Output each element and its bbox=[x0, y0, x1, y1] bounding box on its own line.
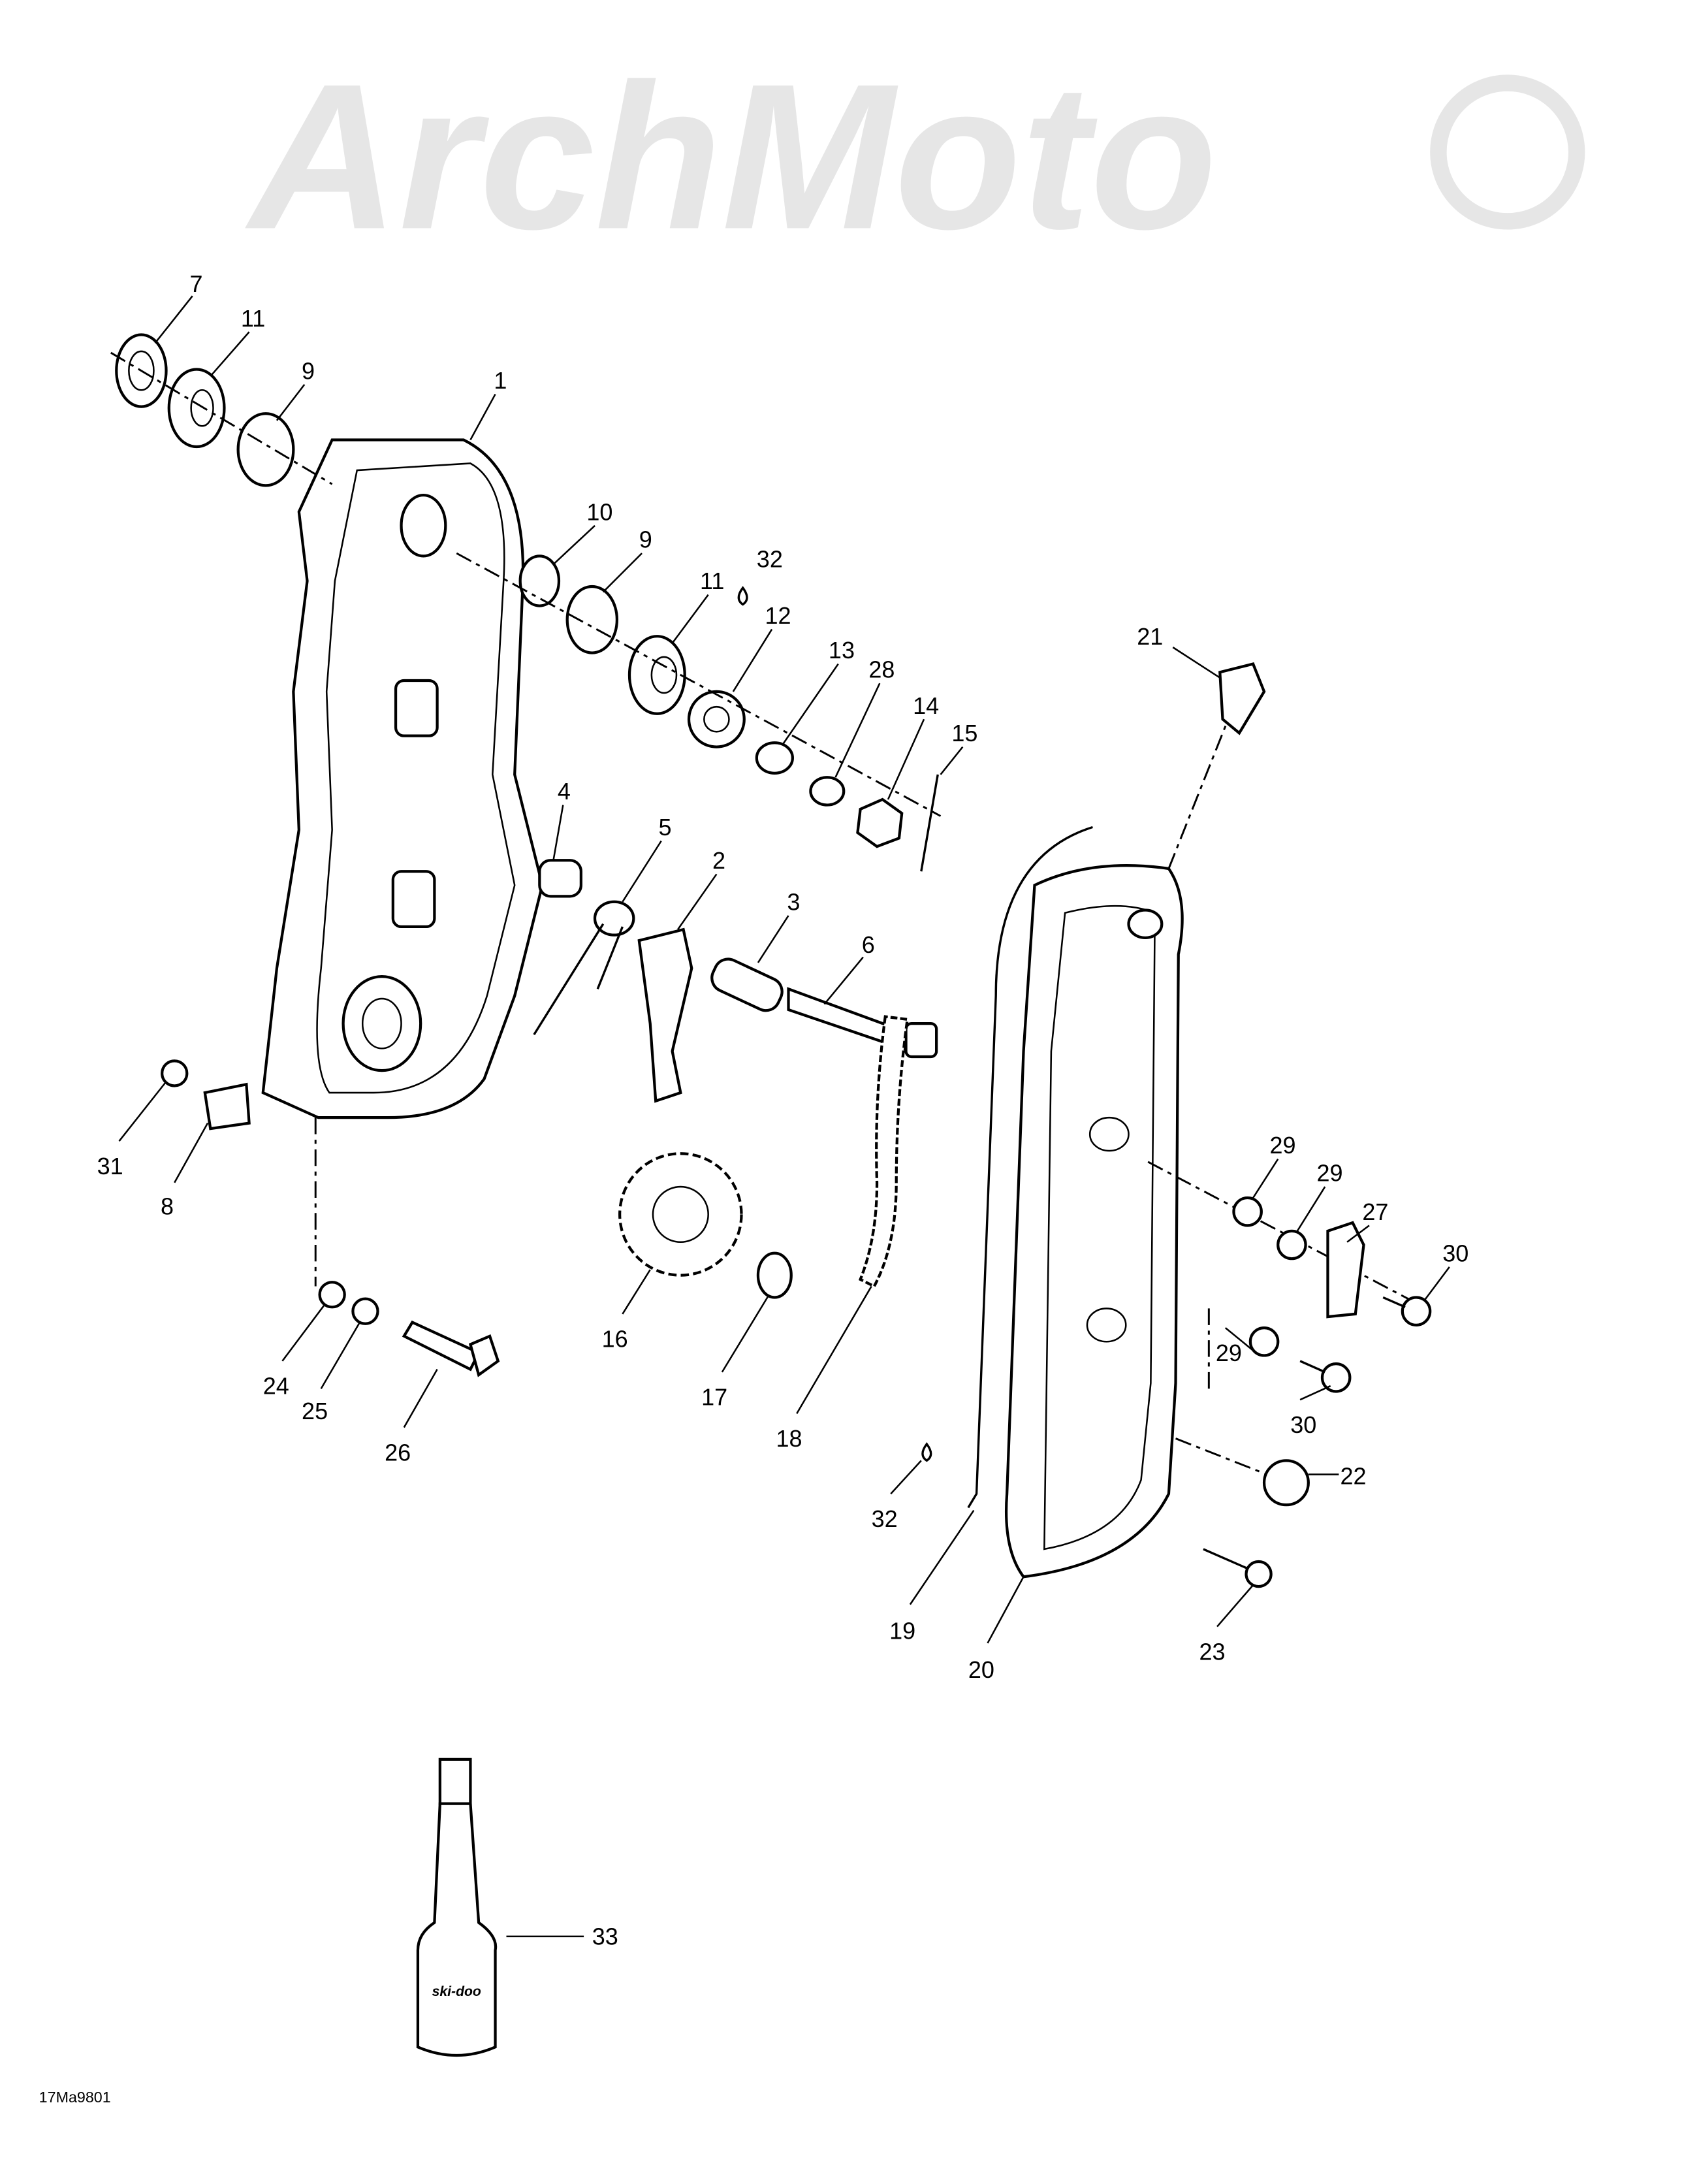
callout-29: 29 bbox=[1317, 1160, 1343, 1187]
callout-9: 9 bbox=[302, 357, 315, 384]
callouts: 7 11 9 1 10 9 32 11 12 13 28 14 15 21 4 … bbox=[97, 270, 1469, 1950]
callout-17: 17 bbox=[701, 1384, 727, 1411]
callout-20: 20 bbox=[968, 1656, 994, 1683]
housing-boss-upper bbox=[394, 679, 439, 737]
drive-chain bbox=[858, 1015, 910, 1289]
callout-30: 30 bbox=[1442, 1240, 1468, 1266]
callout-32: 32 bbox=[872, 1505, 898, 1532]
callout-4: 4 bbox=[558, 778, 571, 805]
callout-14: 14 bbox=[913, 692, 939, 719]
callout-12: 12 bbox=[765, 602, 791, 629]
driven-sprocket bbox=[618, 1152, 743, 1277]
vent-plug bbox=[1218, 662, 1266, 735]
callout-6: 6 bbox=[862, 931, 875, 958]
callout-11: 11 bbox=[700, 568, 724, 594]
drive-sprocket bbox=[687, 690, 746, 748]
callout-29: 29 bbox=[1216, 1340, 1242, 1366]
watermark-text: ArchMoto bbox=[243, 40, 1217, 272]
callout-3: 3 bbox=[787, 889, 800, 916]
castle-nut bbox=[856, 797, 904, 848]
cover-plug bbox=[1262, 1459, 1310, 1507]
callout-28: 28 bbox=[868, 656, 895, 683]
callout-1: 1 bbox=[494, 367, 507, 394]
callout-25: 25 bbox=[302, 1398, 328, 1424]
callout-15: 15 bbox=[951, 720, 977, 747]
callout-22: 22 bbox=[1341, 1462, 1367, 1489]
chaincase-cover bbox=[1004, 864, 1184, 1579]
callout-19: 19 bbox=[889, 1618, 915, 1645]
callout-23: 23 bbox=[1199, 1638, 1226, 1665]
callout-11: 11 bbox=[241, 305, 265, 332]
callout-10: 10 bbox=[586, 498, 612, 525]
ball-bearing bbox=[167, 368, 226, 449]
housing-boss-lower bbox=[391, 870, 436, 929]
callout-21: 21 bbox=[1137, 623, 1163, 650]
callout-26: 26 bbox=[385, 1439, 411, 1466]
callout-13: 13 bbox=[829, 637, 855, 664]
callout-9: 9 bbox=[639, 526, 652, 553]
callout-2: 2 bbox=[712, 847, 725, 874]
callout-16: 16 bbox=[602, 1326, 628, 1353]
callout-29: 29 bbox=[1270, 1132, 1296, 1159]
callout-8: 8 bbox=[161, 1193, 174, 1219]
callout-32: 32 bbox=[757, 545, 783, 572]
callout-30: 30 bbox=[1290, 1411, 1316, 1438]
torsion-spring bbox=[593, 900, 635, 937]
lubricant-bottle: ski-doo bbox=[416, 1758, 498, 2057]
callout-33: 33 bbox=[592, 1923, 618, 1950]
callout-18: 18 bbox=[776, 1425, 802, 1452]
svg-text:ski-doo: ski-doo bbox=[432, 1984, 481, 1999]
callout-7: 7 bbox=[190, 270, 203, 297]
callout-27: 27 bbox=[1362, 1198, 1388, 1225]
gasket bbox=[967, 826, 1093, 1509]
shim bbox=[236, 412, 295, 487]
callout-5: 5 bbox=[658, 814, 671, 841]
figure-code: 17Ma9801 bbox=[39, 2089, 111, 2106]
callout-31: 31 bbox=[97, 1153, 123, 1180]
tensioner-arm bbox=[637, 927, 693, 1103]
callout-24: 24 bbox=[263, 1373, 289, 1400]
watermark: ArchMoto bbox=[243, 40, 1585, 272]
